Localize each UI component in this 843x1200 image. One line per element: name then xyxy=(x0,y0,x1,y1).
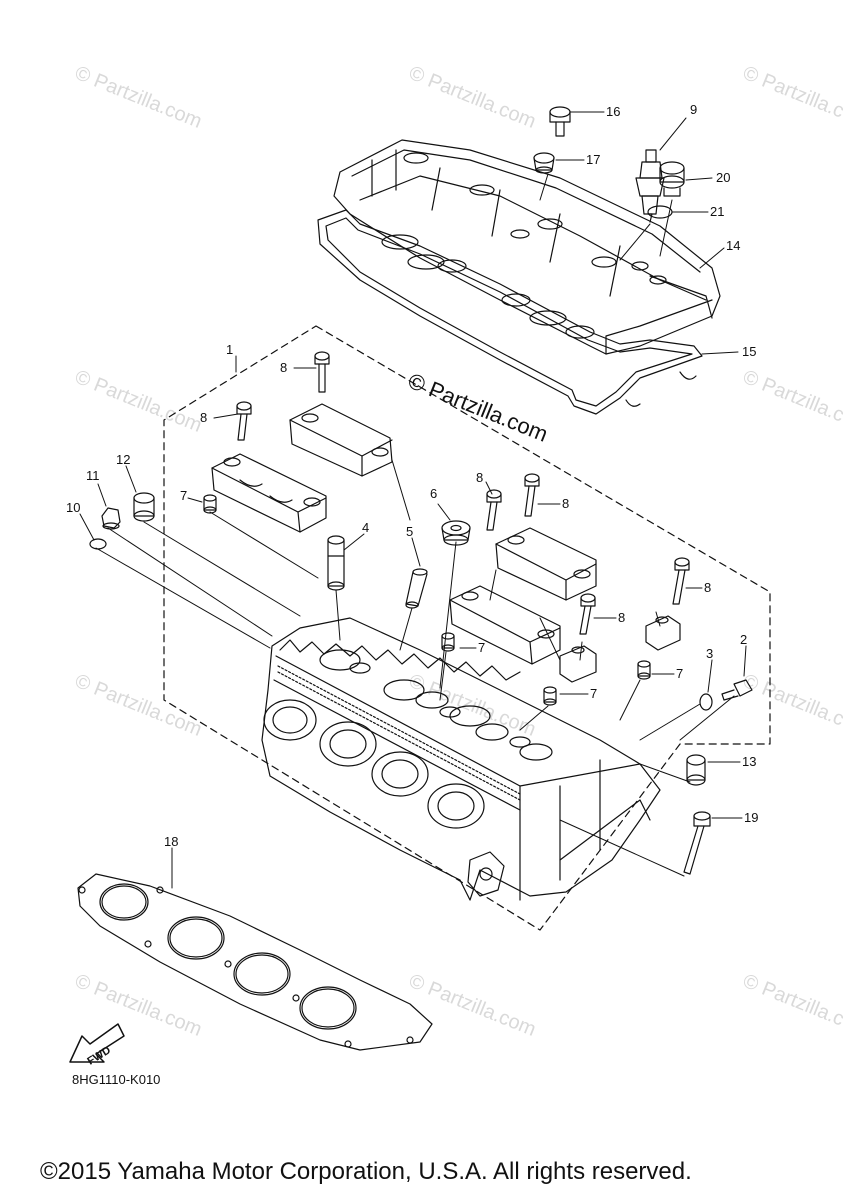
callout-14: 14 xyxy=(726,238,740,253)
callout-7: 7 xyxy=(180,488,187,503)
camshaft-cap-left xyxy=(211,453,327,533)
valve-guide-4 xyxy=(327,535,345,591)
callout-7: 7 xyxy=(676,666,683,681)
callout-7: 7 xyxy=(590,686,597,701)
valve-guide-5 xyxy=(405,568,428,609)
callout-2: 2 xyxy=(740,632,747,647)
callout-15: 15 xyxy=(742,344,756,359)
union-12 xyxy=(133,492,155,522)
callout-11: 11 xyxy=(86,468,100,483)
washer-3 xyxy=(699,693,713,711)
callout-3: 3 xyxy=(706,646,713,661)
callout-7: 7 xyxy=(478,640,485,655)
bolt-8 xyxy=(672,557,690,605)
callout-18: 18 xyxy=(164,834,178,849)
callout-labels: 1 2 3 4 5 6 7 7 7 7 8 8 8 8 8 8 9 10 11 … xyxy=(66,102,758,1068)
callout-8: 8 xyxy=(618,610,625,625)
callout-8: 8 xyxy=(704,580,711,595)
bolt-8 xyxy=(486,489,502,531)
fwd-arrow-icon xyxy=(69,1023,125,1063)
bolt-8 xyxy=(314,351,330,393)
callout-6: 6 xyxy=(430,486,437,501)
plug-20 xyxy=(659,161,685,197)
callout-13: 13 xyxy=(742,754,756,769)
bolt-16 xyxy=(549,106,571,137)
callout-10: 10 xyxy=(66,500,80,515)
head-cover-gasket xyxy=(317,209,703,415)
copyright-notice: ©2015 Yamaha Motor Corporation, U.S.A. A… xyxy=(40,1158,692,1185)
callout-19: 19 xyxy=(744,810,758,825)
cylinder-head xyxy=(261,617,661,901)
diagram-code: 8HG1110-K010 xyxy=(72,1072,161,1087)
callout-8: 8 xyxy=(476,470,483,485)
spark-plug-9 xyxy=(635,149,665,223)
callout-4: 4 xyxy=(362,520,369,535)
camshaft-cap-small-2 xyxy=(645,615,681,651)
camshaft-cap-upper-left xyxy=(289,403,393,477)
camshaft-cap-small-1 xyxy=(559,645,597,683)
callout-17: 17 xyxy=(586,152,600,167)
washer-10 xyxy=(89,538,107,550)
dowel-pin-7 xyxy=(543,686,557,706)
callout-1: 1 xyxy=(226,342,233,357)
assembly-box xyxy=(163,325,771,931)
camshaft-cap-right xyxy=(449,585,561,665)
callout-8: 8 xyxy=(562,496,569,511)
leader-lines xyxy=(79,111,747,889)
callout-16: 16 xyxy=(606,104,620,119)
plug-6 xyxy=(441,520,471,546)
callout-21: 21 xyxy=(710,204,724,219)
head-gasket xyxy=(77,873,433,1051)
fwd-label: FWD xyxy=(85,1044,113,1067)
bolt-8 xyxy=(524,473,540,517)
callout-8: 8 xyxy=(280,360,287,375)
collar-13 xyxy=(686,754,706,786)
callout-12: 12 xyxy=(116,452,130,467)
cap-nut-11 xyxy=(101,507,121,530)
callout-20: 20 xyxy=(716,170,730,185)
callout-9: 9 xyxy=(690,102,697,117)
callout-5: 5 xyxy=(406,524,413,539)
bolt-8 xyxy=(236,401,252,441)
dowel-pin-7 xyxy=(203,494,217,514)
bolt-8 xyxy=(579,593,596,635)
bolt-2 xyxy=(721,679,753,701)
damper-17 xyxy=(533,152,555,174)
bolt-19 xyxy=(683,811,711,875)
dowel-pin-7 xyxy=(441,632,455,652)
dowel-pin-7 xyxy=(637,660,651,680)
cylinder-head-cover xyxy=(333,139,721,355)
callout-8: 8 xyxy=(200,410,207,425)
camshaft-cap-right-upper xyxy=(495,527,597,601)
